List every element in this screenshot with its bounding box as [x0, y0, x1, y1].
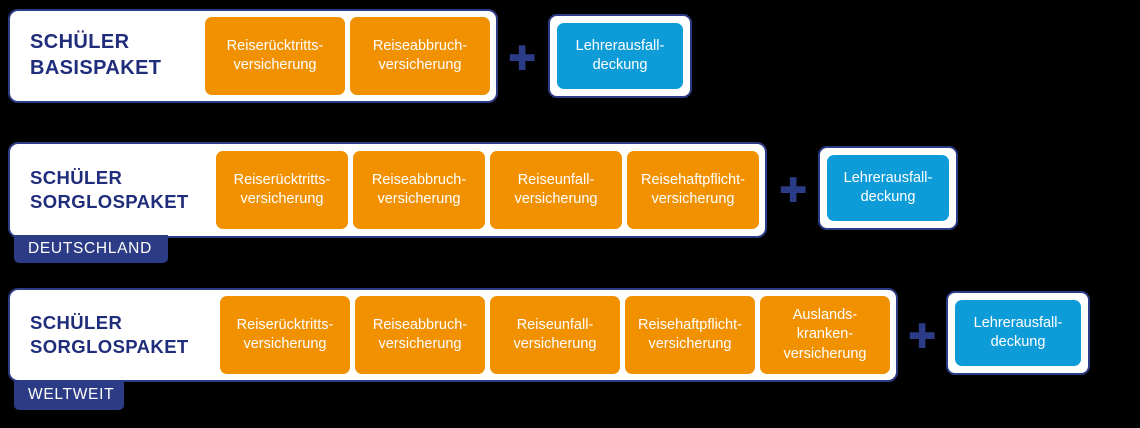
coverage-chip[interactable]: Reiserücktritts- versicherung	[205, 17, 345, 95]
addon-panel: Lehrerausfall- deckung	[548, 14, 692, 98]
package-panel: SCHÜLER SORGLOSPAKET Reiserücktritts- ve…	[8, 288, 898, 382]
coverage-chip[interactable]: Reisehaftpflicht- versicherung	[627, 151, 759, 229]
addon-chip[interactable]: Lehrerausfall- deckung	[955, 300, 1081, 366]
plus-icon: ✚	[908, 317, 937, 357]
coverage-chip-list: Reiserücktritts- versicherung Reiseabbru…	[216, 151, 765, 229]
coverage-chip[interactable]: Auslands- kranken- versicherung	[760, 296, 890, 374]
package-row-basispaket: SCHÜLER BASISPAKET Reiserücktritts- vers…	[0, 0, 1140, 120]
package-panel: SCHÜLER BASISPAKET Reiserücktritts- vers…	[8, 9, 498, 103]
addon-panel: Lehrerausfall- deckung	[946, 291, 1090, 375]
coverage-chip[interactable]: Reisehaftpflicht- versicherung	[625, 296, 755, 374]
coverage-chip[interactable]: Reiseunfall- versicherung	[490, 296, 620, 374]
addon-panel: Lehrerausfall- deckung	[818, 146, 958, 230]
plus-icon: ✚	[508, 39, 537, 79]
package-row-sorglospaket-weltweit: SCHÜLER SORGLOSPAKET Reiserücktritts- ve…	[0, 278, 1140, 428]
coverage-chip[interactable]: Reiseabbruch- versicherung	[355, 296, 485, 374]
region-badge: DEUTSCHLAND	[14, 235, 168, 263]
addon-chip[interactable]: Lehrerausfall- deckung	[557, 23, 683, 89]
region-badge: WELTWEIT	[14, 380, 124, 410]
plus-icon: ✚	[779, 171, 808, 211]
coverage-chip[interactable]: Reiserücktritts- versicherung	[216, 151, 348, 229]
package-title: SCHÜLER SORGLOSPAKET	[30, 167, 189, 212]
coverage-chip[interactable]: Reiseabbruch- versicherung	[353, 151, 485, 229]
package-row-sorglospaket-deutschland: SCHÜLER SORGLOSPAKET Reiserücktritts- ve…	[0, 132, 1140, 272]
package-title: SCHÜLER SORGLOSPAKET	[30, 312, 189, 357]
coverage-chip[interactable]: Reiserücktritts- versicherung	[220, 296, 350, 374]
package-panel: SCHÜLER SORGLOSPAKET Reiserücktritts- ve…	[8, 142, 767, 238]
package-title: SCHÜLER BASISPAKET	[30, 31, 162, 79]
coverage-chip[interactable]: Reiseabbruch- versicherung	[350, 17, 490, 95]
coverage-chip[interactable]: Reiseunfall- versicherung	[490, 151, 622, 229]
coverage-chip-list: Reiserücktritts- versicherung Reiseabbru…	[220, 296, 896, 374]
coverage-chip-list: Reiserücktritts- versicherung Reiseabbru…	[205, 17, 496, 95]
addon-chip[interactable]: Lehrerausfall- deckung	[827, 155, 949, 221]
